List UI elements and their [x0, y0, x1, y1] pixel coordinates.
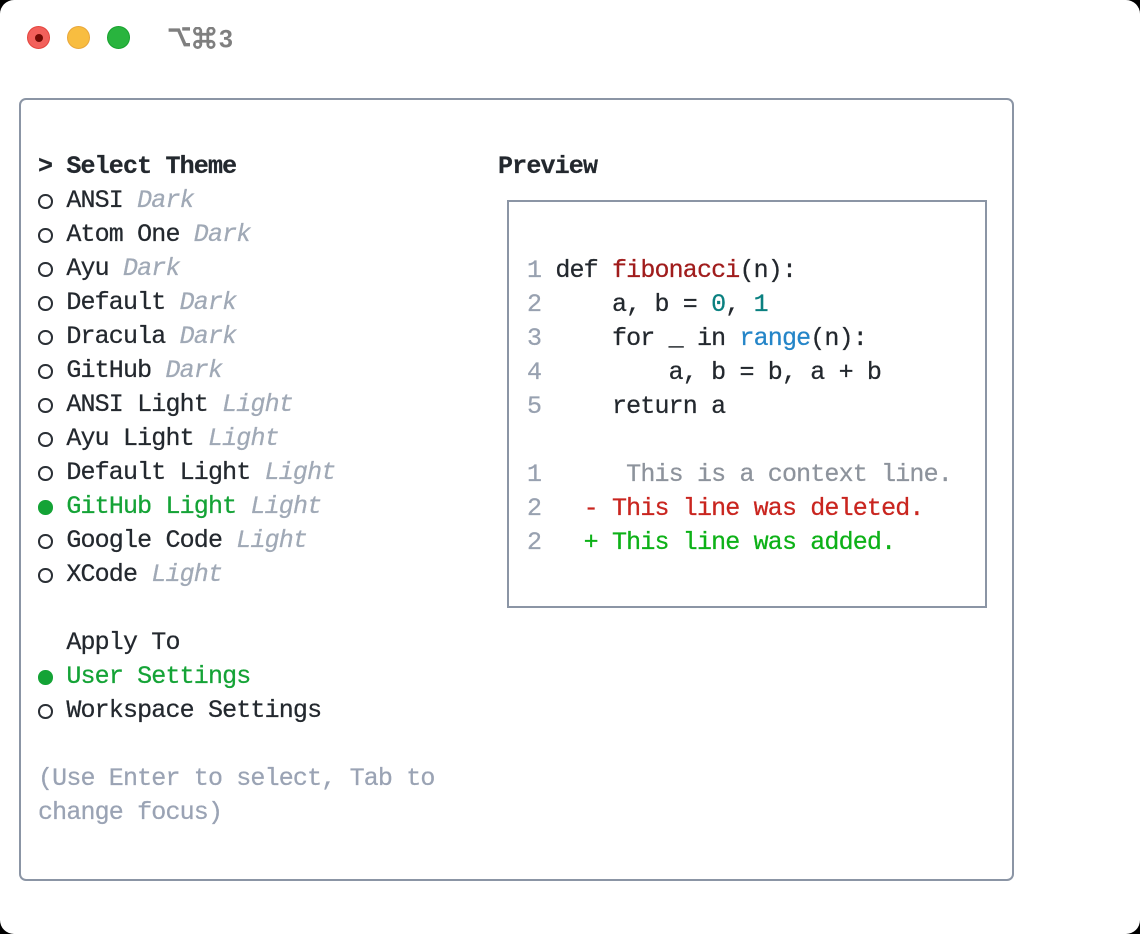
svg-text:3: 3: [219, 27, 233, 51]
